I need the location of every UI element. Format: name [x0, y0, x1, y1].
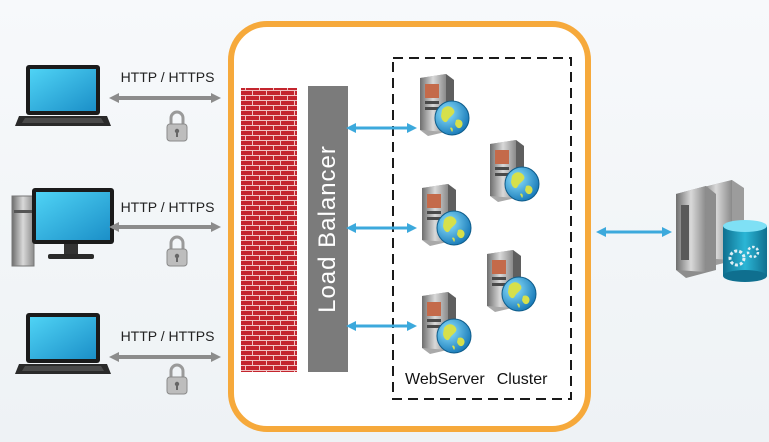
desktop-computer-icon [11, 188, 114, 267]
cluster-label-cluster: Cluster [496, 371, 548, 388]
protocol-label: HTTP / HTTPS [120, 328, 215, 344]
laptop-icon [15, 313, 111, 374]
database-server-icon [676, 180, 767, 282]
load-balancer-label-container: Load Balancer [308, 86, 348, 372]
firewall-brick-wall [241, 88, 297, 372]
load-balancer-bar [308, 86, 348, 372]
protocol-label: HTTP / HTTPS [120, 69, 215, 85]
padlock-icon [165, 110, 189, 143]
padlock-icon [165, 363, 189, 396]
padlock-icon [165, 235, 189, 268]
cluster-label-web: Web [405, 371, 438, 388]
web-server-cluster-label: WebServer Cluster [405, 371, 547, 389]
protocol-label: HTTP / HTTPS [120, 199, 215, 215]
load-balancer-label: Load Balancer [314, 145, 341, 313]
cluster-label-server: Server [437, 371, 485, 388]
laptop-icon [15, 65, 111, 126]
